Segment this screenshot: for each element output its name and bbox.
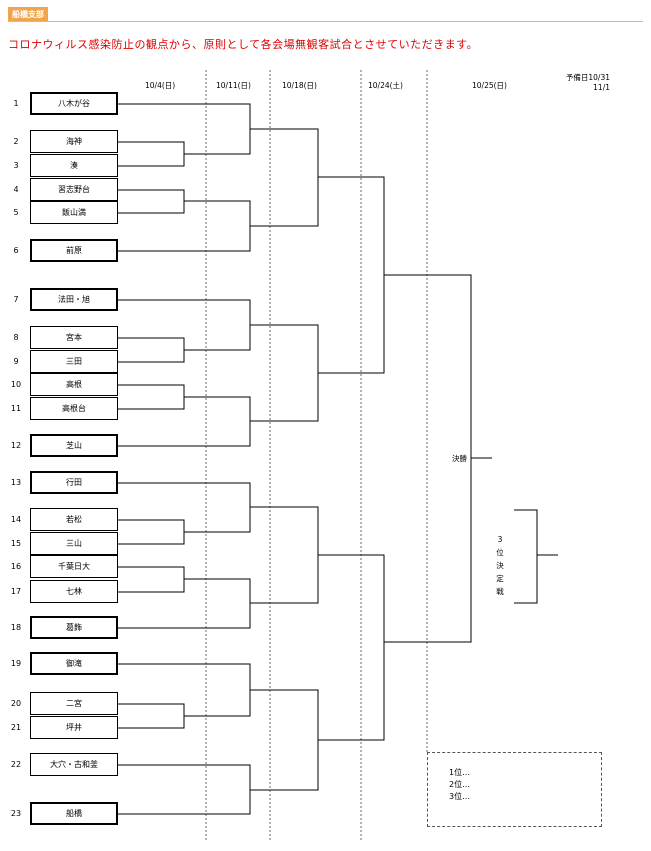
team-box-1: 八木が谷 — [30, 92, 118, 115]
seed-number-18: 18 — [10, 623, 22, 632]
result-second: 2位… — [449, 780, 471, 789]
team-box-9: 三田 — [30, 350, 118, 373]
date-header-4: 10/24(土) — [368, 81, 403, 90]
team-box-11: 高根台 — [30, 397, 118, 420]
team-box-10: 高根 — [30, 373, 118, 396]
header-divider — [8, 21, 643, 22]
reserve-date-line-1: 予備日10/31 — [565, 73, 610, 82]
seed-number-23: 23 — [10, 809, 22, 818]
seed-number-16: 16 — [10, 562, 22, 571]
team-box-17: 七林 — [30, 580, 118, 603]
reserve-date-header: 予備日10/31 11/1 — [548, 73, 610, 93]
team-box-20: 二宮 — [30, 692, 118, 715]
notice-text: コロナウィルス感染防止の観点から、原則として各会場無観客試合とさせていただきます… — [8, 38, 479, 51]
seed-number-4: 4 — [13, 185, 19, 194]
result-third: 3位… — [449, 792, 471, 801]
seed-number-5: 5 — [13, 208, 19, 217]
team-box-13: 行田 — [30, 471, 118, 494]
third-place-char-2: 位 — [496, 548, 504, 557]
seed-number-21: 21 — [10, 723, 22, 732]
date-header-1: 10/4(日) — [145, 81, 176, 90]
date-header-5: 10/25(日) — [472, 81, 507, 90]
seed-number-10: 10 — [10, 380, 22, 389]
seed-number-22: 22 — [10, 760, 22, 769]
seed-number-8: 8 — [13, 333, 19, 342]
team-box-15: 三山 — [30, 532, 118, 555]
seed-number-15: 15 — [10, 539, 22, 548]
seed-number-17: 17 — [10, 587, 22, 596]
team-box-3: 湊 — [30, 154, 118, 177]
seed-number-7: 7 — [13, 295, 19, 304]
seed-number-19: 19 — [10, 659, 22, 668]
team-box-6: 前原 — [30, 239, 118, 262]
third-place-label: 3 位 決 定 戦 — [490, 533, 510, 598]
seed-number-2: 2 — [13, 137, 19, 146]
team-box-19: 御滝 — [30, 652, 118, 675]
date-header-2: 10/11(日) — [216, 81, 251, 90]
final-label: 決勝 — [452, 454, 467, 463]
seed-number-14: 14 — [10, 515, 22, 524]
team-box-23: 船橋 — [30, 802, 118, 825]
seed-number-20: 20 — [10, 699, 22, 708]
team-box-8: 宮本 — [30, 326, 118, 349]
seed-number-9: 9 — [13, 357, 19, 366]
team-box-16: 千葉日大 — [30, 555, 118, 578]
third-place-char-5: 戦 — [496, 587, 504, 596]
team-box-4: 習志野台 — [30, 178, 118, 201]
team-box-18: 葛飾 — [30, 616, 118, 639]
seed-number-11: 11 — [10, 404, 22, 413]
team-box-5: 飯山満 — [30, 201, 118, 224]
team-box-14: 若松 — [30, 508, 118, 531]
reserve-date-line-2: 11/1 — [593, 83, 610, 92]
team-box-2: 海神 — [30, 130, 118, 153]
date-header-3: 10/18(日) — [282, 81, 317, 90]
seed-number-6: 6 — [13, 246, 19, 255]
third-place-char-4: 定 — [496, 574, 504, 583]
team-box-21: 坪井 — [30, 716, 118, 739]
result-first: 1位… — [449, 768, 471, 777]
team-box-12: 芝山 — [30, 434, 118, 457]
third-place-char-3: 決 — [496, 561, 504, 570]
seed-number-3: 3 — [13, 161, 19, 170]
branch-tag: 船橋支部 — [8, 7, 48, 22]
third-place-char-1: 3 — [497, 535, 503, 544]
seed-number-12: 12 — [10, 441, 22, 450]
seed-number-13: 13 — [10, 478, 22, 487]
results-box — [427, 752, 602, 827]
seed-number-1: 1 — [13, 99, 19, 108]
team-box-22: 大穴・古和釜 — [30, 753, 118, 776]
team-box-7: 法田・旭 — [30, 288, 118, 311]
